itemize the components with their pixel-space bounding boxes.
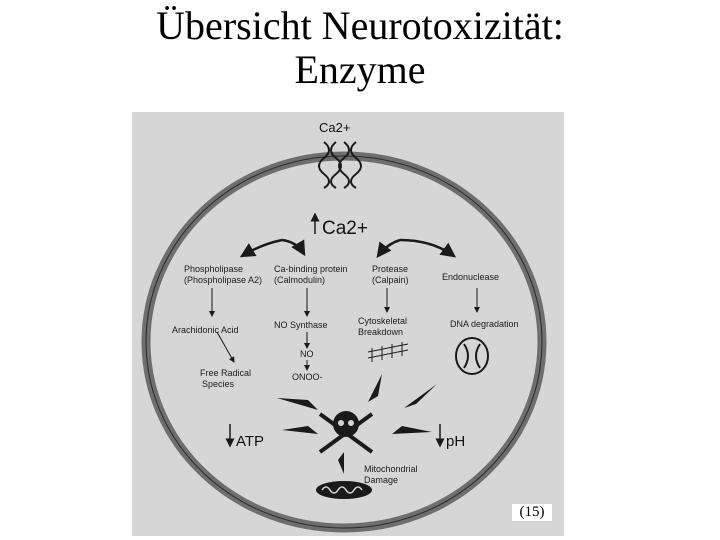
skull-crossbones-icon xyxy=(320,411,372,452)
calcium-channel-icon xyxy=(319,142,361,188)
mitochondrion-icon xyxy=(316,481,372,499)
cytoskeleton-icon xyxy=(368,342,408,362)
no-synthase: NO Synthase xyxy=(274,320,328,330)
neurotoxicity-diagram: Ca2+ Ca2+ Phospholipase (Phospholipase A… xyxy=(132,112,564,536)
ca-outside-label: Ca2+ xyxy=(319,120,350,135)
citation: (15) xyxy=(512,504,552,521)
slide-title: Übersicht Neurotoxizität: Enzyme xyxy=(0,4,720,92)
mito-line-2: Damage xyxy=(364,475,398,485)
ca-inside-label: Ca2+ xyxy=(322,218,368,239)
enzyme-phospholipase: Phospholipase xyxy=(184,264,243,274)
free-radical-line-1: Free Radical xyxy=(200,368,251,378)
arachidonic-acid: Arachidonic Acid xyxy=(172,325,239,335)
split-arrows xyxy=(242,240,454,256)
enzyme-protease-sub: (Calpain) xyxy=(372,275,409,285)
no-label: NO xyxy=(300,349,314,359)
enzyme-protease: Protease xyxy=(372,264,408,274)
onoo-label: ONOO- xyxy=(292,372,323,382)
diagram-svg: Ca2+ Ca2+ Phospholipase (Phospholipase A… xyxy=(132,112,564,536)
free-radical-line-2: Species xyxy=(202,379,235,389)
dna-icon xyxy=(456,338,488,374)
cytoskeletal-line-1: Cytoskeletal xyxy=(358,316,407,326)
title-line-1: Übersicht Neurotoxizität: xyxy=(0,4,720,48)
atp-label: ATP xyxy=(236,433,264,450)
enzyme-phospholipase-sub: (Phospholipase A2) xyxy=(184,275,262,285)
cytoskeletal-line-2: Breakdown xyxy=(358,327,403,337)
dna-degradation: DNA degradation xyxy=(450,319,519,329)
title-line-2: Enzyme xyxy=(0,48,720,92)
flow-arrows xyxy=(212,288,477,370)
ph-label: pH xyxy=(446,433,465,450)
enzyme-endonuclease: Endonuclease xyxy=(442,272,499,282)
enzyme-ca-binding: Ca-binding protein xyxy=(274,264,348,274)
enzyme-ca-binding-sub: (Calmodulin) xyxy=(274,275,325,285)
mito-line-1: Mitochondrial xyxy=(364,464,418,474)
